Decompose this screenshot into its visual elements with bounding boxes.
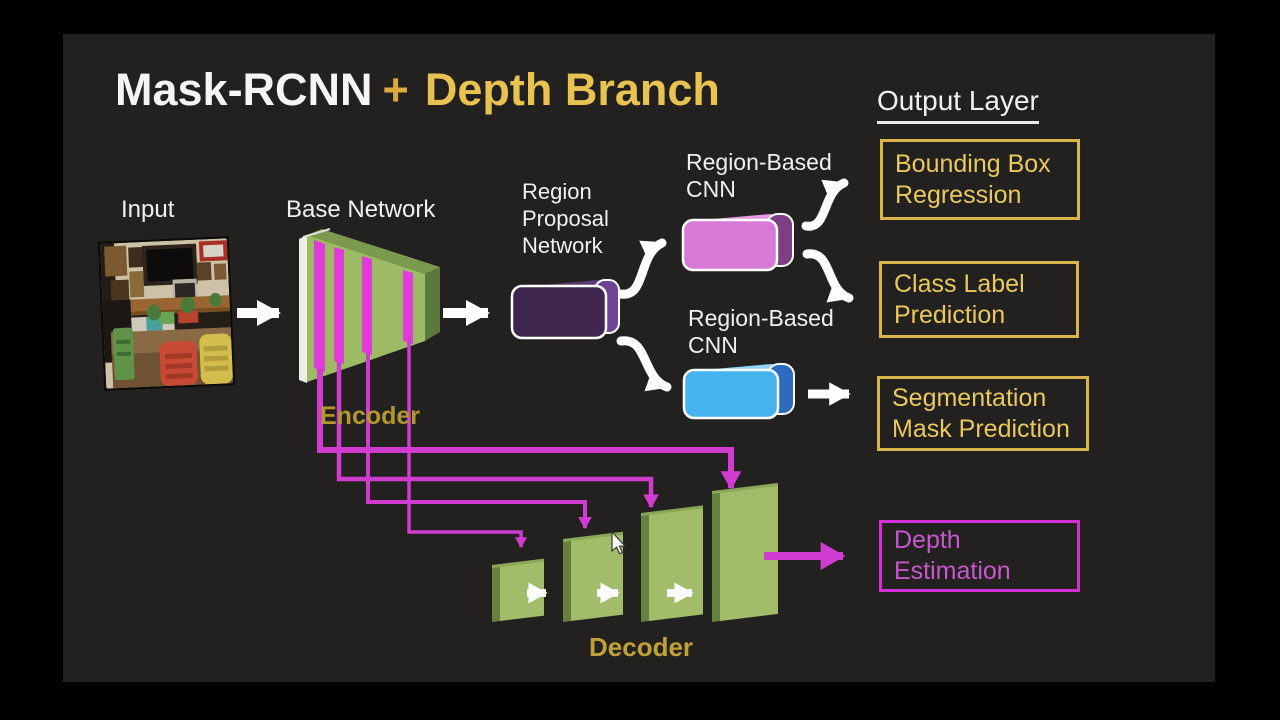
- rcnn-pink-box: [681, 213, 794, 272]
- encoder-feature-stripes: [314, 240, 413, 372]
- title-plus: +: [382, 64, 409, 115]
- mouse-cursor-icon: [611, 530, 627, 555]
- output-box-bounding-box-regression: Bounding Box Regression: [880, 139, 1080, 220]
- rpn-to-pink-rcnn-arrow: [616, 238, 667, 299]
- decoder-label: Decoder: [589, 632, 694, 662]
- slide: [63, 34, 1215, 682]
- encoder-shape: [299, 228, 440, 383]
- base-network-label: Base Network: [286, 196, 436, 223]
- rcnn-to-class-arrow: [802, 249, 854, 303]
- skip-connections: [317, 337, 742, 549]
- rcnn-blue-box: [682, 363, 795, 420]
- rpn-box: [510, 279, 620, 340]
- title-main: Mask-RCNN: [115, 64, 373, 115]
- decoder-slab-4: [712, 482, 778, 622]
- region-based-cnn-bottom-label: Region-Based CNN: [688, 305, 834, 358]
- decoder-slab-3: [641, 505, 703, 622]
- white-arrows: [237, 178, 854, 604]
- output-box-depth-estimation: Depth Estimation: [879, 520, 1080, 592]
- input-label: Input: [121, 196, 175, 223]
- decoder-slab-1: [492, 558, 544, 622]
- output-layer-heading: Output Layer: [877, 85, 1039, 124]
- encoder-label: Encoder: [320, 402, 421, 430]
- output-box-segmentation-mask-prediction: Segmentation Mask Prediction: [877, 376, 1089, 451]
- slide-title: Mask-RCNN+ Depth Branch: [115, 64, 720, 116]
- rcnn-to-bbox-arrow: [801, 178, 849, 231]
- region-proposal-network-label: Region Proposal Network: [522, 179, 609, 258]
- output-box-class-label-prediction: Class Label Prediction: [879, 261, 1079, 338]
- region-based-cnn-top-label: Region-Based CNN: [686, 149, 832, 202]
- title-accent: Depth Branch: [424, 64, 720, 115]
- input-photo: [97, 236, 236, 391]
- rpn-to-blue-rcnn-arrow: [616, 336, 672, 392]
